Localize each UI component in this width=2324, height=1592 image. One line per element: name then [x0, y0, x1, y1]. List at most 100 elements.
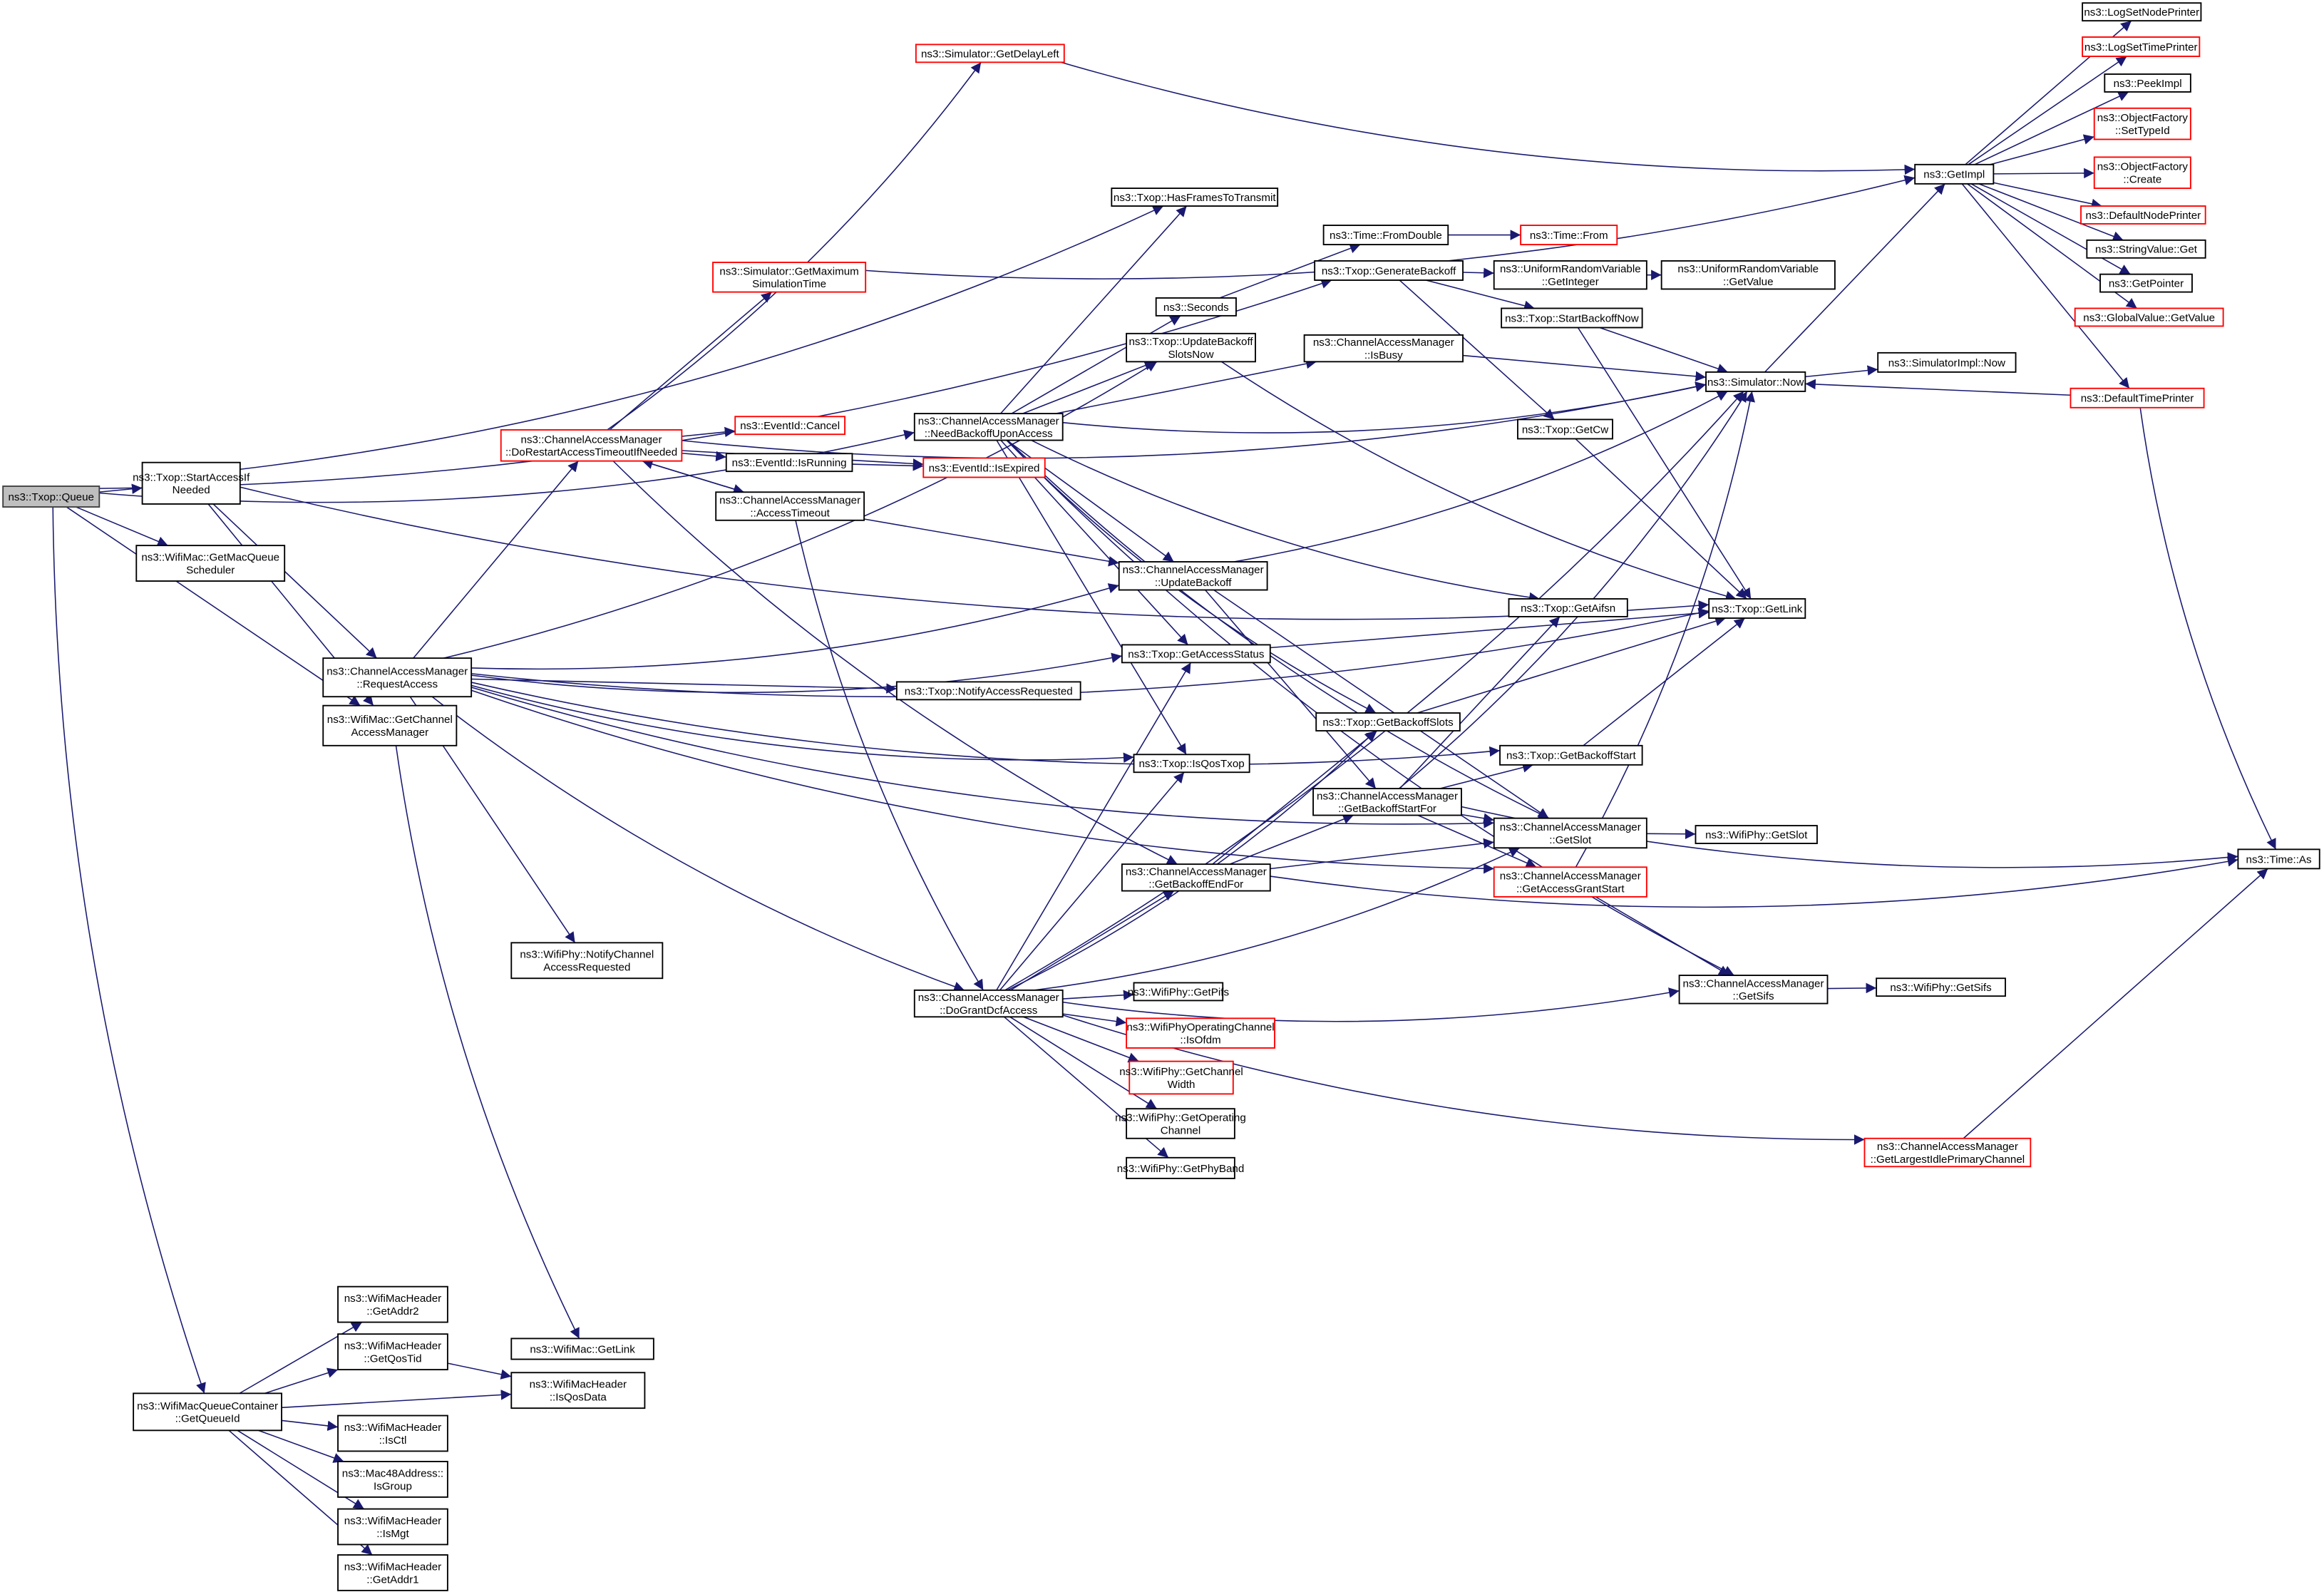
node-timeAs[interactable]: ns3::Time::As: [2237, 848, 2320, 870]
node-isQosTxop[interactable]: ns3::Txop::IsQosTxop: [1133, 754, 1250, 774]
node-globalGetValue[interactable]: ns3::GlobalValue::GetValue: [2074, 307, 2224, 327]
node-label: ns3::WifiPhy::GetSlot: [1705, 829, 1808, 841]
node-getPifs[interactable]: ns3::WifiPhy::GetPifs: [1128, 982, 1230, 1002]
node-getBackoffSlots[interactable]: ns3::Txop::GetBackoffSlots: [1315, 712, 1461, 731]
edges-layer: [52, 20, 2277, 1556]
node-getCw[interactable]: ns3::Txop::GetCw: [1517, 418, 1613, 440]
node-needBackoff[interactable]: ns3::ChannelAccessManager::NeedBackoffUp…: [913, 413, 1064, 441]
node-simNow[interactable]: ns3::Simulator::Now: [1705, 371, 1806, 392]
node-genBackoff[interactable]: ns3::Txop::GenerateBackoff: [1314, 260, 1464, 281]
node-label: ns3::WifiPhy::GetPhyBand: [1117, 1163, 1245, 1175]
edge-getBackoffStartFor-to-getSlot: [1461, 813, 1494, 824]
node-label: ns3::ObjectFactory: [2097, 161, 2189, 173]
node-peekImpl[interactable]: ns3::PeekImpl: [2104, 73, 2191, 93]
node-logSetTime[interactable]: ns3::LogSetTimePrinter: [2082, 36, 2201, 57]
node-isQosData[interactable]: ns3::WifiMacHeader::IsQosData: [510, 1372, 646, 1409]
node-box: [1493, 817, 1647, 849]
node-isCtl[interactable]: ns3::WifiMacHeader::IsCtl: [337, 1414, 448, 1452]
edge-getImpl-to-logSetTime: [1968, 56, 2127, 165]
node-isGroup[interactable]: ns3::Mac48Address::IsGroup: [337, 1461, 448, 1498]
node-evIsExpired[interactable]: ns3::EventId::IsExpired: [922, 457, 1046, 478]
edge-getSlot-to-phyGetSlot: [1646, 828, 1696, 840]
edge-needBackoff-to-getAifsn: [1031, 439, 1540, 603]
edge-requestAccess-to-getAccessGrant: [471, 689, 1494, 874]
node-box: [734, 416, 846, 436]
node-phyGetSlot[interactable]: ns3::WifiPhy::GetSlot: [1695, 825, 1818, 844]
node-label: ns3::Txop::StartBackoffNow: [1505, 312, 1639, 324]
node-fromDouble[interactable]: ns3::Time::FromDouble: [1322, 225, 1449, 246]
node-seconds[interactable]: ns3::Seconds: [1155, 297, 1237, 317]
node-box: [1517, 418, 1613, 440]
node-largestIdle[interactable]: ns3::ChannelAccessManager::GetLargestIdl…: [1863, 1137, 2032, 1168]
node-getImpl[interactable]: ns3::GetImpl: [1914, 163, 1995, 185]
node-getAddr2[interactable]: ns3::WifiMacHeader::GetAddr2: [337, 1285, 448, 1323]
node-defNodePrinter[interactable]: ns3::DefaultNodePrinter: [2080, 205, 2206, 225]
node-getBackoffStartFor[interactable]: ns3::ChannelAccessManager::GetBackoffSta…: [1312, 788, 1462, 816]
node-getAccessGrant[interactable]: ns3::ChannelAccessManager::GetAccessGran…: [1493, 866, 1647, 898]
node-logSetNode[interactable]: ns3::LogSetNodePrinter: [2082, 2, 2202, 22]
edge-startBackoffNow-to-simNow: [1599, 327, 1728, 374]
node-requestAccess[interactable]: ns3::ChannelAccessManager::RequestAccess: [322, 657, 473, 698]
node-box: [1314, 260, 1464, 281]
node-isOfdm[interactable]: ns3::WifiPhyOperatingChannel::IsOfdm: [1126, 1017, 1275, 1049]
node-getQueueId[interactable]: ns3::WifiMacQueueContainer::GetQueueId: [133, 1392, 282, 1432]
node-getPhyBand[interactable]: ns3::WifiPhy::GetPhyBand: [1117, 1156, 1245, 1179]
node-updateBackoff[interactable]: ns3::ChannelAccessManager::UpdateBackoff: [1118, 561, 1268, 591]
node-notifyAccessReq[interactable]: ns3::Txop::NotifyAccessRequested: [895, 681, 1081, 701]
node-box: [2104, 73, 2191, 93]
node-getSifs[interactable]: ns3::ChannelAccessManager::GetSifs: [1678, 975, 1829, 1005]
node-getAifsn[interactable]: ns3::Txop::GetAifsn: [1508, 598, 1628, 617]
node-startBackoffNow[interactable]: ns3::Txop::StartBackoffNow: [1501, 307, 1643, 329]
node-box: [1660, 260, 1836, 290]
node-accessTimeout[interactable]: ns3::ChannelAccessManager::AccessTimeout: [715, 491, 865, 521]
edge-doGrant-to-getAccessStatus: [996, 662, 1192, 991]
node-hasFrames[interactable]: ns3::Txop::HasFramesToTransmit: [1111, 188, 1279, 207]
node-getSlot[interactable]: ns3::ChannelAccessManager::GetSlot: [1493, 817, 1647, 849]
node-getDelayLeft[interactable]: ns3::Simulator::GetDelayLeft: [915, 43, 1065, 63]
node-evIsRunning[interactable]: ns3::EventId::IsRunning: [725, 453, 853, 473]
node-getPointer[interactable]: ns3::GetPointer: [2099, 273, 2193, 293]
edge-getSifs-to-phyGetSifs: [1827, 982, 1877, 994]
node-defTimePrinter[interactable]: ns3::DefaultTimePrinter: [2070, 387, 2205, 409]
edge-genBackoff-to-getCw: [1399, 279, 1555, 420]
node-stringGet[interactable]: ns3::StringValue::Get: [2086, 239, 2206, 259]
node-queue[interactable]: ns3::Txop::Queue: [2, 486, 101, 508]
node-ofCreate[interactable]: ns3::ObjectFactory::Create: [2093, 156, 2191, 190]
node-label: ns3::Txop::StartAccessIf: [133, 471, 250, 483]
node-setTypeId[interactable]: ns3::ObjectFactory::SetTypeId: [2093, 107, 2191, 140]
edge-doGrant-to-getBackoffEndFor: [1010, 890, 1175, 991]
node-isMgt[interactable]: ns3::WifiMacHeader::IsMgt: [337, 1508, 448, 1546]
edge-getAccessGrant-to-getSifs: [1595, 896, 1730, 976]
node-txopGetLink[interactable]: ns3::Txop::GetLink: [1708, 598, 1806, 619]
node-label: ns3::WifiPhy::GetChannel: [1119, 1066, 1243, 1078]
node-box: [2080, 205, 2206, 225]
node-phyGetSifs[interactable]: ns3::WifiPhy::GetSifs: [1876, 977, 2006, 997]
node-evCancel[interactable]: ns3::EventId::Cancel: [734, 416, 846, 436]
node-isBusy[interactable]: ns3::ChannelAccessManager::IsBusy: [1303, 334, 1464, 363]
node-notifyChanReq[interactable]: ns3::WifiPhy::NotifyChannelAccessRequest…: [510, 942, 664, 980]
node-getInteger[interactable]: ns3::UniformRandomVariable::GetInteger: [1493, 260, 1647, 290]
node-macGetLink[interactable]: ns3::WifiMac::GetLink: [510, 1337, 654, 1360]
node-getAccessStatus[interactable]: ns3::Txop::GetAccessStatus: [1121, 644, 1271, 664]
node-label: ns3::UniformRandomVariable: [1500, 263, 1641, 275]
node-getBackoffEndFor[interactable]: ns3::ChannelAccessManager::GetBackoffEnd…: [1121, 863, 1271, 892]
node-doRestart[interactable]: ns3::ChannelAccessManager::DoRestartAcce…: [500, 429, 683, 462]
edge-genBackoff-to-startBackoffNow: [1426, 279, 1535, 311]
node-getBackoffStart[interactable]: ns3::Txop::GetBackoffStart: [1499, 744, 1643, 766]
edge-evIsRunning-to-evIsExpired: [852, 461, 924, 471]
node-getValue[interactable]: ns3::UniformRandomVariable::GetValue: [1660, 260, 1836, 290]
node-getAddr1[interactable]: ns3::WifiMacHeader::GetAddr1: [337, 1554, 448, 1591]
node-doGrant[interactable]: ns3::ChannelAccessManager::DoGrantDcfAcc…: [913, 989, 1064, 1018]
node-label: ns3::ChannelAccessManager: [1683, 977, 1824, 990]
node-simImplNow[interactable]: ns3::SimulatorImpl::Now: [1877, 351, 2017, 373]
node-getQosTid[interactable]: ns3::WifiMacHeader::GetQosTid: [337, 1333, 448, 1371]
node-timeFrom[interactable]: ns3::Time::From: [1520, 225, 1618, 246]
node-box: [510, 1372, 646, 1409]
